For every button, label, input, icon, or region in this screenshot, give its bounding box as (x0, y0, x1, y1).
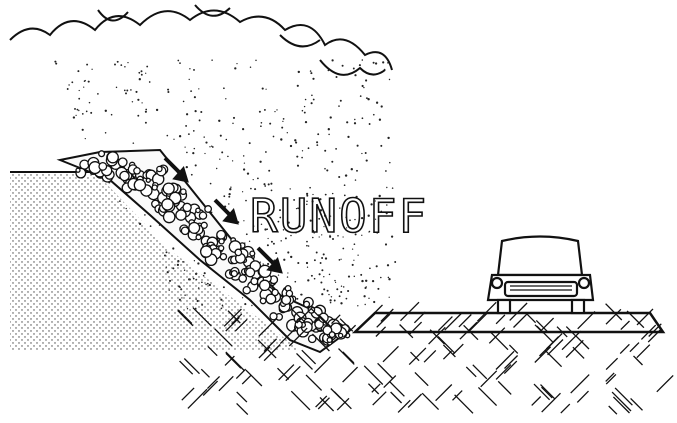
hatched-ground (177, 301, 674, 416)
car (486, 235, 595, 315)
rocks (75, 150, 351, 346)
cloud (9, 4, 393, 76)
hillside (10, 172, 300, 350)
flow-arrows (163, 156, 283, 274)
runoff-label: RUNOFF (250, 189, 428, 243)
